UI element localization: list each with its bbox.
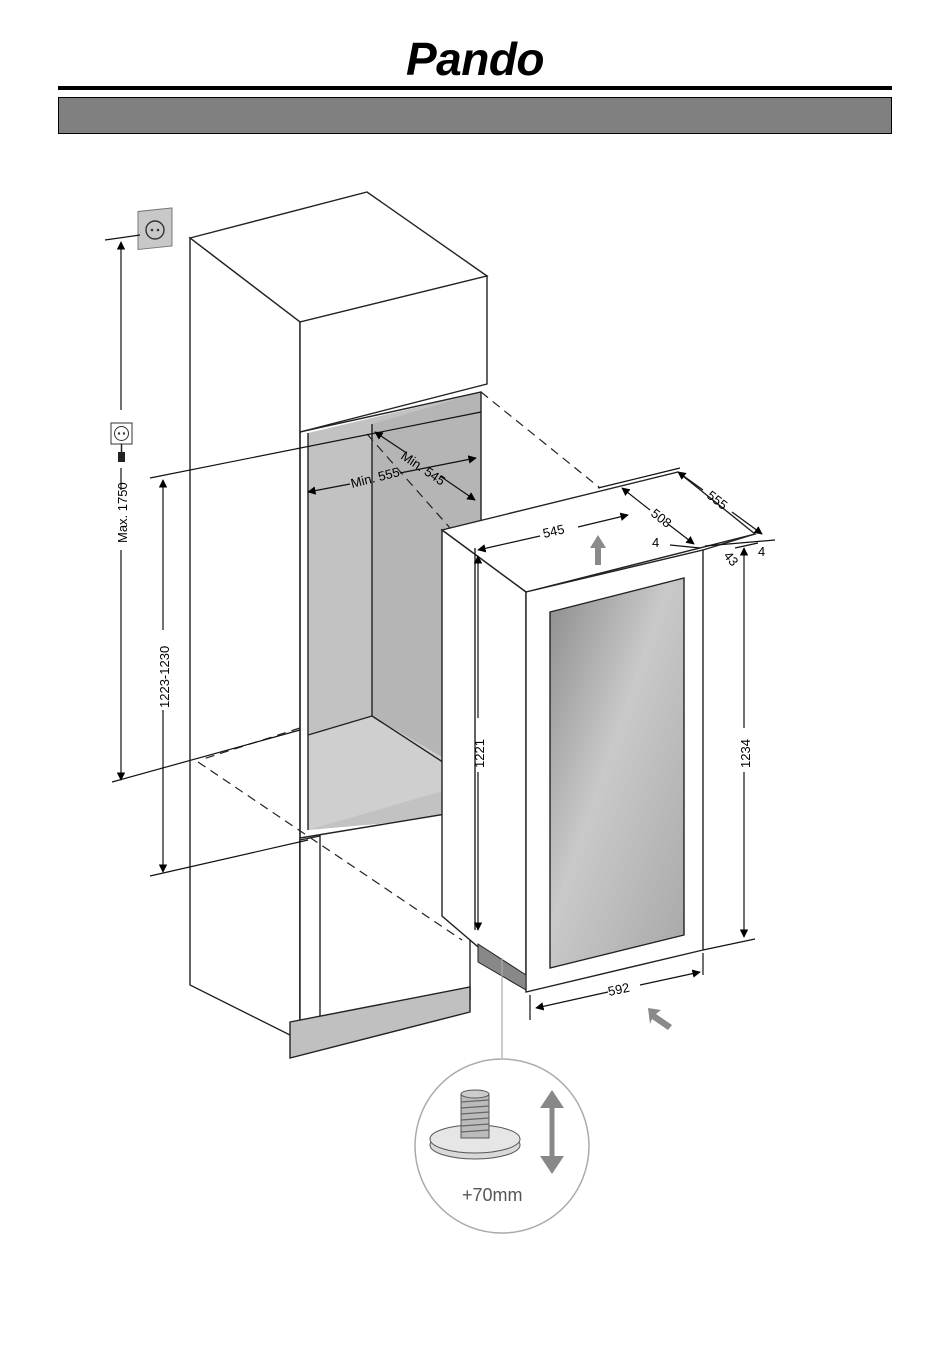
foot-adjust-caption: +70mm [462, 1185, 523, 1205]
dim-right-height: 1234 [738, 739, 753, 768]
wall-socket-icon [138, 208, 172, 250]
dim-max-height: Max. 1750 [115, 482, 130, 543]
dim-front-width: 592 [607, 980, 631, 999]
dim-niche-height: 1223-1230 [157, 646, 172, 708]
dim-left-height: 1221 [472, 739, 487, 768]
adjustable-foot-detail: +70mm [415, 1059, 589, 1233]
airflow-in-arrow-icon [648, 1008, 672, 1030]
power-outlet-icon [111, 423, 132, 444]
dim-gap-4-left: 4 [652, 535, 659, 550]
dim-gap-4-right: 4 [758, 544, 765, 559]
dim-gap-43: 43 [721, 548, 742, 569]
plug-icon [118, 444, 125, 462]
